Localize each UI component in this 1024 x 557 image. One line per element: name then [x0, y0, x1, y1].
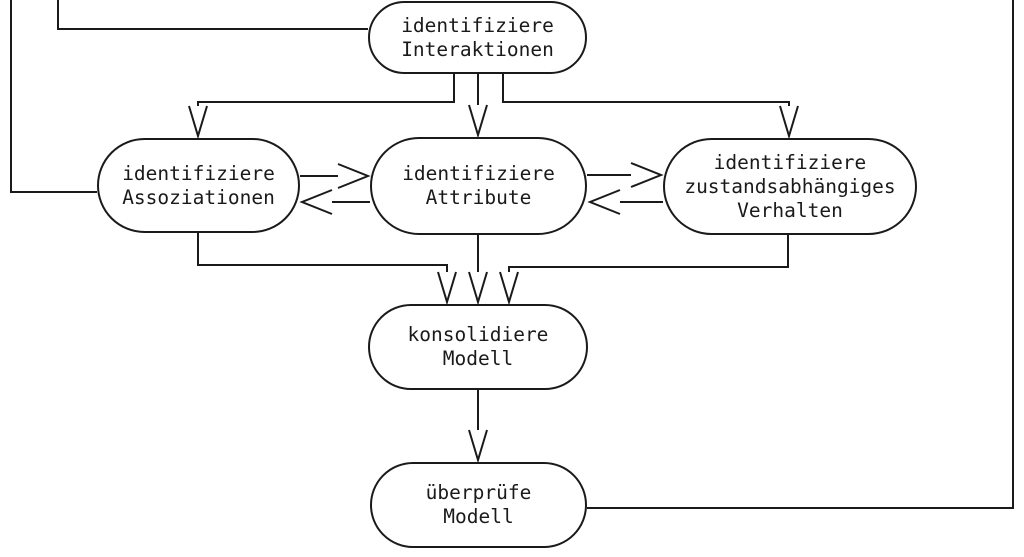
arrowhead-assoziationen-to-konsolidiere: [437, 271, 457, 306]
arrowhead-verhalten-to-attribute: [587, 189, 621, 215]
node-identifiziere-assoziationen: identifiziere Assoziationen: [97, 138, 300, 233]
arrowhead-attribute-to-verhalten: [630, 162, 664, 188]
node-identifiziere-attribute: identifiziere Attribute: [370, 137, 587, 235]
arrowhead-attribute-to-assoziationen: [299, 189, 333, 215]
arrowhead-attribute-to-konsolidiere: [468, 271, 488, 306]
edge-assoziationen-to-konsolidiere: [197, 233, 448, 272]
node-label-identifiziere-attribute: identifiziere Attribute: [402, 162, 555, 209]
arrowhead-verhalten-to-konsolidiere: [499, 271, 519, 306]
node-label-identifiziere-assoziationen: identifiziere Assoziationen: [122, 161, 275, 209]
arrowhead-assoziationen-to-attribute: [337, 163, 371, 189]
edge-ueberpruefe-feedback-right-up: [587, 0, 1014, 509]
node-label-konsolidiere-modell: konsolidiere Modell: [407, 323, 549, 370]
arrowhead-interaktionen-to-attribute: [468, 104, 488, 139]
node-identifiziere-zustandsabhaengiges-verhalten: identifiziere zustandsabhängiges Verhalt…: [663, 138, 917, 235]
arrowhead-interaktionen-to-assoziationen: [188, 105, 208, 140]
edge-from-top-into-interaktionen-left: [57, 0, 368, 30]
node-konsolidiere-modell: konsolidiere Modell: [368, 304, 588, 390]
node-label-identifiziere-zustandsabhaengiges-verhalten: identifiziere zustandsabhängiges Verhalt…: [684, 150, 896, 222]
edge-from-top-into-assoziationen-left: [10, 0, 97, 193]
edge-verhalten-to-konsolidiere: [508, 235, 789, 272]
node-ueberpruefe-modell: überprüfe Modell: [370, 462, 587, 548]
node-identifiziere-interaktionen: identifiziere Interaktionen: [368, 1, 587, 74]
edge-interaktionen-to-assoziationen: [197, 74, 455, 106]
arrowhead-konsolidiere-to-ueberpruefe: [468, 429, 488, 464]
edge-interaktionen-to-verhalten: [502, 74, 790, 106]
arrowhead-interaktionen-to-verhalten: [779, 105, 799, 140]
node-label-identifiziere-interaktionen: identifiziere Interaktionen: [401, 13, 554, 61]
node-label-ueberpruefe-modell: überprüfe Modell: [425, 481, 532, 528]
